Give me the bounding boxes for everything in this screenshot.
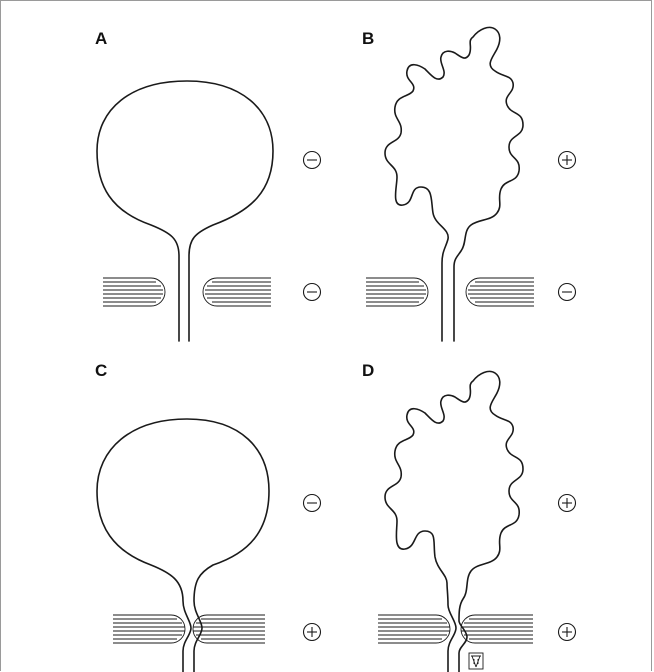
clamp-left-c xyxy=(113,614,186,644)
clamp-left-d xyxy=(378,614,451,644)
clamp-right-d xyxy=(460,614,533,644)
wavy-bulb-b xyxy=(384,26,524,342)
panel-d: D xyxy=(362,361,577,672)
clamp-right-c xyxy=(192,614,265,644)
circled-plus-icon xyxy=(557,622,577,642)
clamp-right-b xyxy=(465,277,534,307)
thumb-tool-icon xyxy=(468,652,484,670)
clamp-left-b xyxy=(366,277,429,307)
clamp-left-a xyxy=(103,277,166,307)
circled-minus-icon xyxy=(302,150,322,170)
circled-plus-icon xyxy=(557,150,577,170)
panel-c: C xyxy=(95,361,322,672)
panel-b: B xyxy=(362,26,577,342)
bulb-c xyxy=(96,418,270,672)
bulb-a xyxy=(96,80,274,342)
panel-label-c: C xyxy=(95,361,107,380)
wavy-bulb-d xyxy=(384,370,524,672)
circled-plus-icon xyxy=(557,493,577,513)
circled-minus-icon xyxy=(302,493,322,513)
panel-label-d: D xyxy=(362,361,374,380)
panel-label-b: B xyxy=(362,29,374,48)
circled-plus-icon xyxy=(302,622,322,642)
circled-minus-icon xyxy=(557,282,577,302)
panel-a: A xyxy=(95,29,322,342)
panel-label-a: A xyxy=(95,29,107,48)
circled-minus-icon xyxy=(302,282,322,302)
clamp-right-a xyxy=(202,277,271,307)
